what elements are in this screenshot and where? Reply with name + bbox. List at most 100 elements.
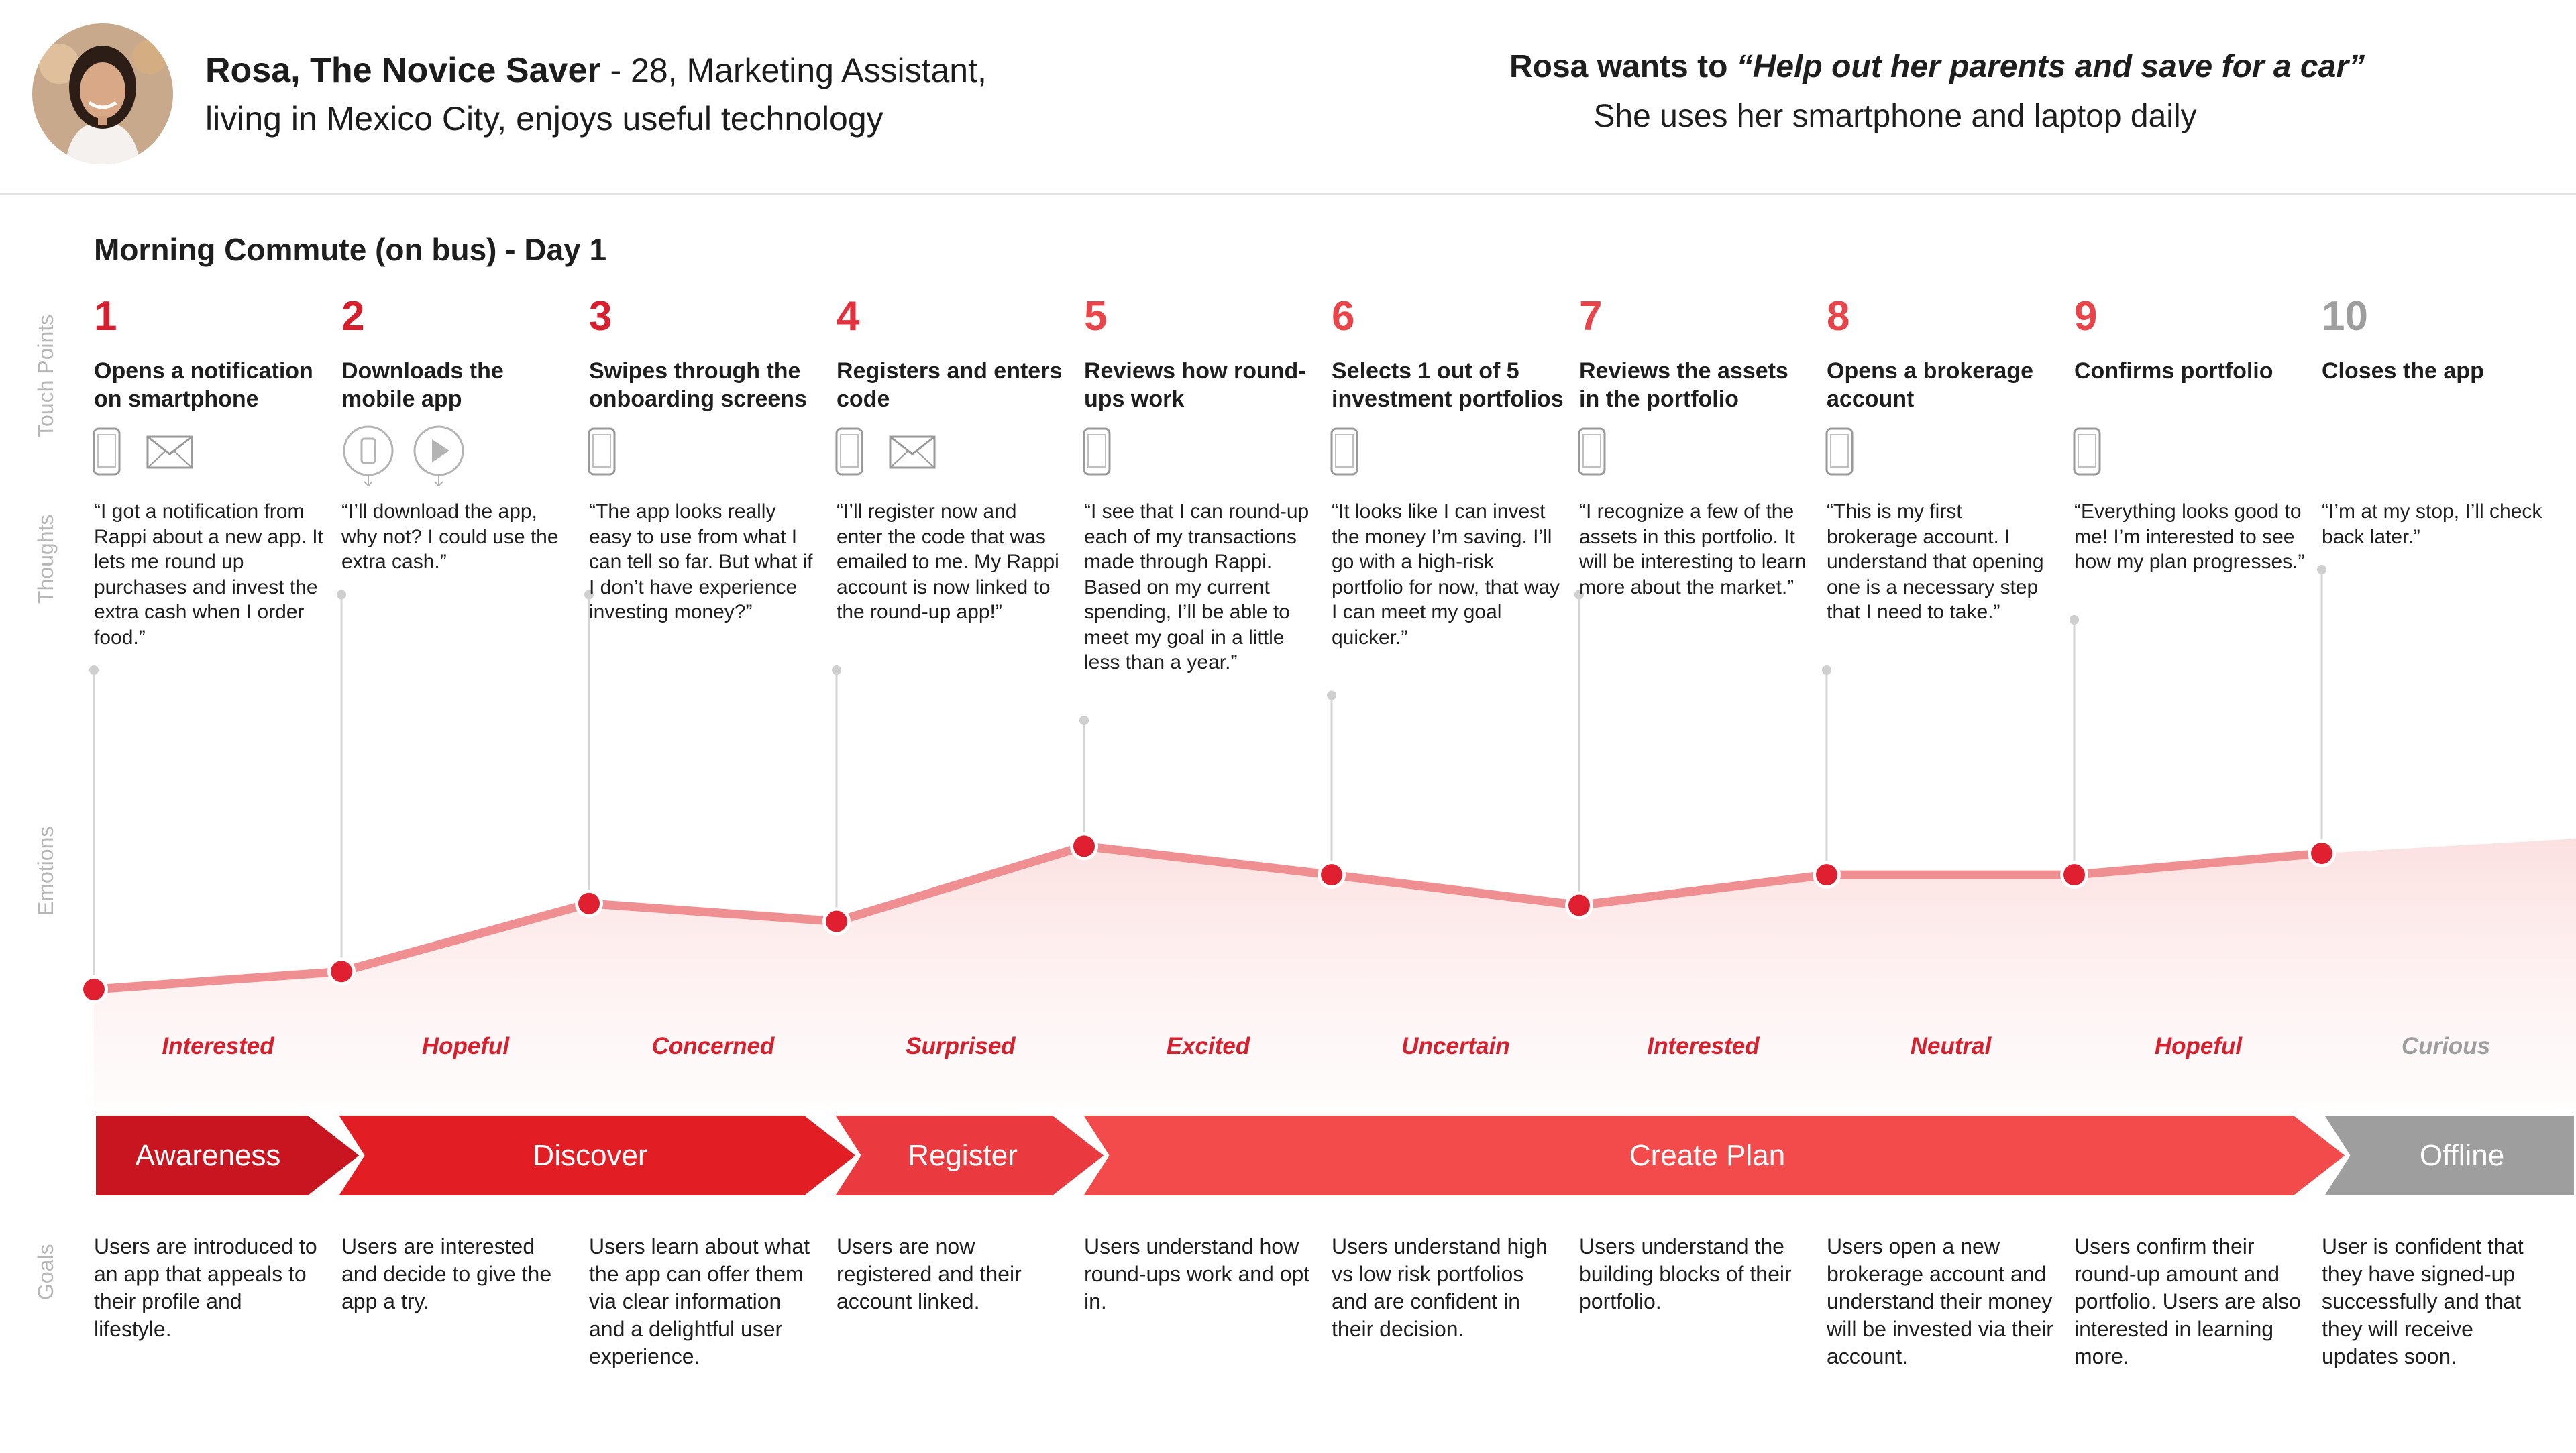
persona-want-prefix: Rosa wants to bbox=[1509, 49, 1737, 85]
stage-chevron-register bbox=[828, 1112, 1110, 1199]
phone-icon-9 bbox=[2073, 427, 2101, 476]
emotion-point-2 bbox=[327, 957, 356, 986]
goal-text-3: Users learn about what the app can offer… bbox=[589, 1234, 810, 1368]
step-number-10: 10 bbox=[2322, 293, 2368, 339]
touchpoint-title-2: Downloads the mobile app bbox=[341, 358, 504, 412]
step-number-3: 3 bbox=[589, 293, 612, 339]
emotion-area bbox=[94, 839, 2576, 1107]
thought-connector-cap-8 bbox=[1822, 665, 1831, 675]
emotion-label-2: Hopeful bbox=[421, 1033, 510, 1059]
phone-icon-3 bbox=[588, 427, 616, 476]
thought-connector-cap-4 bbox=[832, 665, 841, 675]
touchpoint-title-3: Swipes through the onboarding screens bbox=[589, 358, 807, 412]
emotion-point-4 bbox=[822, 907, 851, 936]
emotion-point-5 bbox=[1070, 832, 1098, 861]
emotion-label-9: Hopeful bbox=[2154, 1033, 2243, 1059]
emotion-label-6: Uncertain bbox=[1401, 1033, 1510, 1059]
persona-details: - 28, Marketing Assistant, bbox=[600, 52, 987, 89]
thought-quote-2: “I’ll download the app, why not? I could… bbox=[341, 500, 559, 573]
touchpoint-title-4: Registers and enters code bbox=[837, 358, 1063, 412]
mail-icon-1-2 bbox=[146, 435, 193, 469]
stage-label-register: Register bbox=[908, 1139, 1018, 1172]
persona-devices: She uses her smartphone and laptop daily bbox=[1593, 99, 2197, 134]
thought-quote-7: “I recognize a few of the assets in this… bbox=[1579, 500, 1807, 598]
mail-icon-4-2 bbox=[889, 435, 936, 469]
stage-chevron-create-plan bbox=[1076, 1112, 2351, 1199]
stage-label-discover: Discover bbox=[533, 1139, 648, 1172]
thought-connector-cap-1 bbox=[89, 665, 99, 675]
step-number-6: 6 bbox=[1332, 293, 1355, 339]
goal-text-7: Users understand the building blocks of … bbox=[1579, 1234, 1792, 1313]
step-number-1: 1 bbox=[94, 293, 117, 339]
thought-connector-cap-5 bbox=[1079, 716, 1089, 725]
emotion-point-10 bbox=[2308, 839, 2336, 868]
emotion-label-5: Excited bbox=[1166, 1033, 1250, 1059]
persona-want-quote: “Help out her parents and save for a car… bbox=[1736, 49, 2365, 85]
thought-quote-9: “Everything looks good to me! I’m intere… bbox=[2074, 500, 2305, 573]
emotion-label-3: Concerned bbox=[651, 1033, 775, 1059]
phone-icon-5 bbox=[1083, 427, 1111, 476]
thought-connector-cap-7 bbox=[1574, 590, 1584, 600]
goal-text-9: Users confirm their round-up amount and … bbox=[2074, 1234, 2301, 1368]
app-store-icon-2 bbox=[343, 425, 394, 487]
emotion-line bbox=[89, 841, 2326, 994]
thought-connector-cap-10 bbox=[2317, 565, 2326, 574]
goal-text-8: Users open a new brokerage account and u… bbox=[1827, 1234, 2053, 1368]
goal-text-6: Users understand high vs low risk portfo… bbox=[1332, 1234, 1548, 1341]
step-number-4: 4 bbox=[837, 293, 860, 339]
goal-text-1: Users are introduced to an app that appe… bbox=[94, 1234, 317, 1341]
touchpoint-title-8: Opens a brokerage account bbox=[1827, 358, 2034, 412]
step-number-7: 7 bbox=[1579, 293, 1603, 339]
stage-chevron-awareness bbox=[92, 1112, 366, 1199]
touchpoint-title-9: Confirms portfolio bbox=[2074, 358, 2273, 384]
stage-chevron-discover bbox=[331, 1112, 862, 1199]
stage-chevron-offline bbox=[2317, 1112, 2576, 1199]
phone-icon-4 bbox=[835, 427, 863, 476]
phone-icon-1 bbox=[93, 427, 121, 476]
step-number-2: 2 bbox=[341, 293, 365, 339]
goal-text-5: Users understand how round-ups work and … bbox=[1084, 1234, 1310, 1313]
stage-label-awareness: Awareness bbox=[135, 1139, 281, 1172]
thought-quote-5: “I see that I can round-up each of my tr… bbox=[1084, 500, 1309, 674]
persona-name: Rosa, The Novice Saver bbox=[205, 51, 601, 90]
goal-text-10: User is confident that they have signed-… bbox=[2322, 1234, 2524, 1368]
emotion-label-1: Interested bbox=[162, 1033, 274, 1059]
goal-text-2: Users are interested and decide to give … bbox=[341, 1234, 552, 1313]
touchpoint-title-1: Opens a notification on smartphone bbox=[94, 358, 313, 412]
thought-connector-cap-3 bbox=[584, 590, 594, 600]
touchpoint-title-10: Closes the app bbox=[2322, 358, 2484, 384]
thought-quote-4: “I’ll register now and enter the code th… bbox=[837, 500, 1059, 623]
thought-connector-cap-6 bbox=[1327, 690, 1336, 700]
thought-connector-cap-9 bbox=[2070, 615, 2079, 625]
emotion-point-1 bbox=[80, 975, 108, 1004]
step-number-5: 5 bbox=[1084, 293, 1108, 339]
touchpoint-title-5: Reviews how round-ups work bbox=[1084, 358, 1306, 412]
thought-quote-8: “This is my first brokerage account. I u… bbox=[1827, 500, 2044, 623]
goal-text-4: Users are now registered and their accou… bbox=[837, 1234, 1022, 1313]
stage-label-create-plan: Create Plan bbox=[1629, 1139, 1786, 1172]
thought-quote-3: “The app looks really easy to use from w… bbox=[589, 500, 813, 623]
play-store-icon-2-2 bbox=[413, 425, 464, 487]
emotion-point-7 bbox=[1565, 891, 1593, 920]
touchpoint-title-6: Selects 1 out of 5 investment portfolios bbox=[1332, 358, 1564, 412]
thought-quote-1: “I got a notification from Rappi about a… bbox=[94, 500, 323, 649]
thought-quote-10: “I’m at my stop, I’ll check back later.” bbox=[2322, 500, 2542, 548]
emotion-point-6 bbox=[1318, 861, 1346, 890]
persona-summary-line-1: Rosa, The Novice Saver - 28, Marketing A… bbox=[205, 50, 987, 91]
step-number-8: 8 bbox=[1827, 293, 1850, 339]
touchpoint-title-7: Reviews the assets in the portfolio bbox=[1579, 358, 1788, 412]
emotion-point-3 bbox=[575, 889, 603, 918]
persona-avatar bbox=[32, 23, 173, 164]
emotion-label-4: Surprised bbox=[906, 1033, 1016, 1059]
persona-want: Rosa wants to “Help out her parents and … bbox=[1509, 48, 2365, 85]
emotion-label-10: Curious bbox=[2401, 1033, 2491, 1059]
thought-connector-cap-2 bbox=[337, 590, 346, 600]
phone-icon-7 bbox=[1578, 427, 1606, 476]
phone-icon-8 bbox=[1825, 427, 1854, 476]
emotion-label-7: Interested bbox=[1647, 1033, 1760, 1059]
scenario-title: Morning Commute (on bus) - Day 1 bbox=[94, 232, 607, 267]
emotion-label-8: Neutral bbox=[1910, 1033, 1992, 1059]
thought-quote-6: “It looks like I can invest the money I’… bbox=[1332, 500, 1560, 649]
phone-icon-6 bbox=[1330, 427, 1358, 476]
